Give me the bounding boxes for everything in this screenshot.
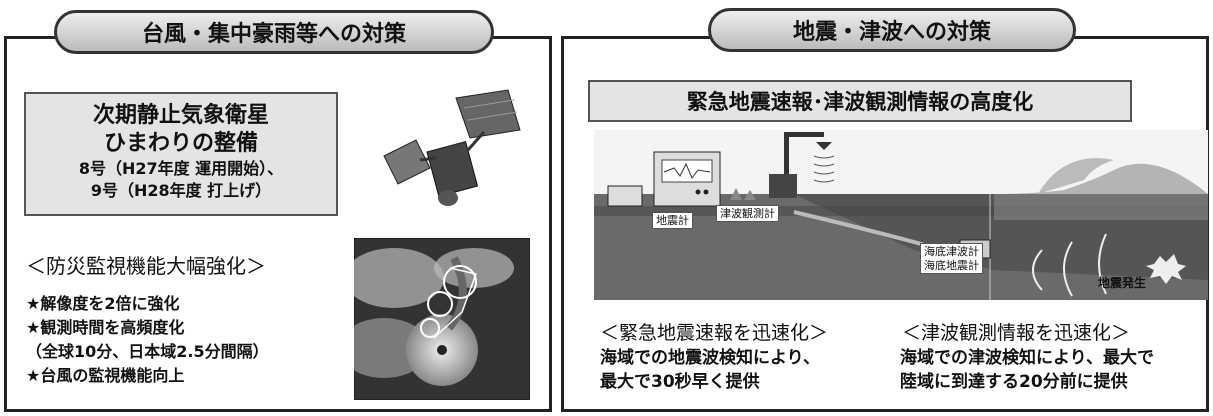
seafloor-tsunami-meter-label: 海底津波計 [920,243,983,259]
tsunami-line: 海域での津波検知により、最大で [900,348,1154,368]
disaster-monitoring-heading: ＜防災監視機能大幅強化＞ [26,254,266,278]
himawari-line1: 次期静止気象衛星 [92,103,269,128]
himawari-line3: 8号（H27年度 運用開始）、 [78,159,284,178]
seismometer-label: 地震計 [652,212,693,229]
bullet-item: ★観測時間を高頻度化 [26,318,185,337]
improvement-bullet-list: ★解像度を2倍に強化 ★観測時間を高頻度化 （全球10分、日本域2.5分間隔） … [26,292,269,388]
eew-line: 最大で30秒早く提供 [600,372,760,392]
eew-line: 海域での地震波検知により、 [600,348,820,368]
tsunami-line: 陸域に到達する20分前に提供 [900,372,1128,392]
tsunami-meter-label: 津波観測計 [716,205,779,222]
bullet-item: ★台風の監視機能向上 [26,366,185,385]
tsunami-info-description: 海域での津波検知により、最大で 陸域に到達する20分前に提供 [900,346,1154,394]
bullet-item: （全球10分、日本域2.5分間隔） [26,342,269,361]
tsunami-info-heading: ＜津波観測情報を迅速化＞ [902,322,1131,344]
earthquake-occurrence-label: 地震発生 [1098,276,1147,290]
typhoon-section-title: 台風・集中豪雨等への対策 [54,10,494,54]
tsunami-observation-diagram [594,130,1208,300]
himawari-line4: 9号（H28年度 打上げ） [90,181,272,200]
eew-heading: ＜緊急地震速報を迅速化＞ [600,322,829,344]
seafloor-seismometer-label: 海底地震計 [920,258,983,274]
satellite-image [383,89,521,206]
earthquake-section-title: 地震・津波への対策 [708,8,1076,52]
advancement-title-box: 緊急地震速報･津波観測情報の高度化 [588,80,1132,122]
eew-description: 海域での地震波検知により、 最大で30秒早く提供 [600,346,820,394]
himawari-line2: ひまわりの整備 [103,131,258,156]
typhoon-satellite-photo [354,238,530,400]
himawari-info-box: 次期静止気象衛星 ひまわりの整備 8号（H27年度 運用開始）、 9号（H28年… [24,92,338,216]
bullet-item: ★解像度を2倍に強化 [26,294,180,313]
